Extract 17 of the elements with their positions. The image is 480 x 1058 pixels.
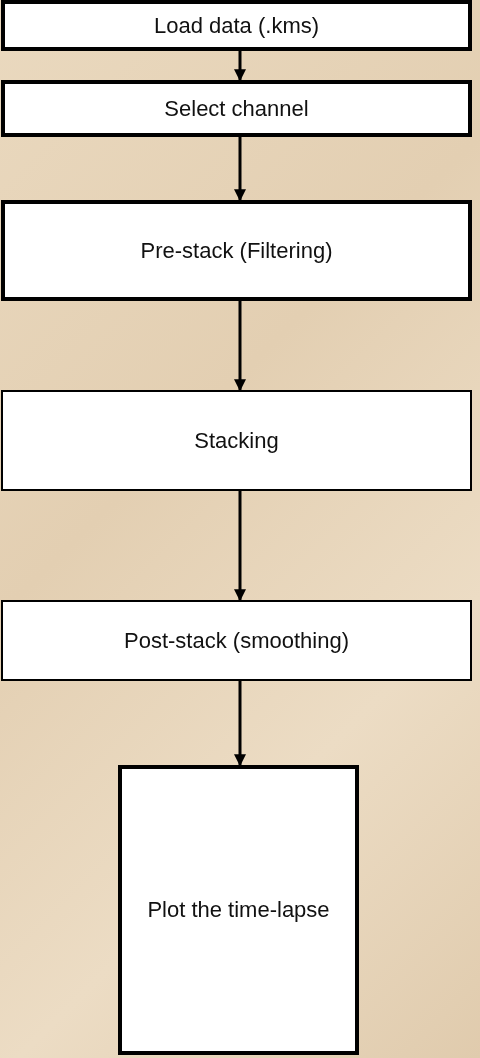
box-label: Post-stack (smoothing) <box>123 626 350 655</box>
box-label: Select channel <box>163 94 310 123</box>
box-label: Plot the time-lapse <box>146 896 331 925</box>
arrow <box>234 491 246 602</box>
box-label: Stacking <box>193 426 280 455</box>
process-box <box>1 390 472 491</box>
process-box <box>1 600 472 681</box>
process-box <box>1 0 472 51</box>
process-box <box>1 200 472 301</box>
arrow <box>234 681 246 767</box>
process-box <box>1 80 472 137</box>
box-label: Pre-stack (Filtering) <box>139 236 334 265</box>
process-box <box>118 765 359 1055</box>
arrow <box>234 301 246 392</box>
box-label: Load data (.kms) <box>152 11 321 40</box>
arrow <box>234 51 246 82</box>
arrow <box>234 137 246 202</box>
